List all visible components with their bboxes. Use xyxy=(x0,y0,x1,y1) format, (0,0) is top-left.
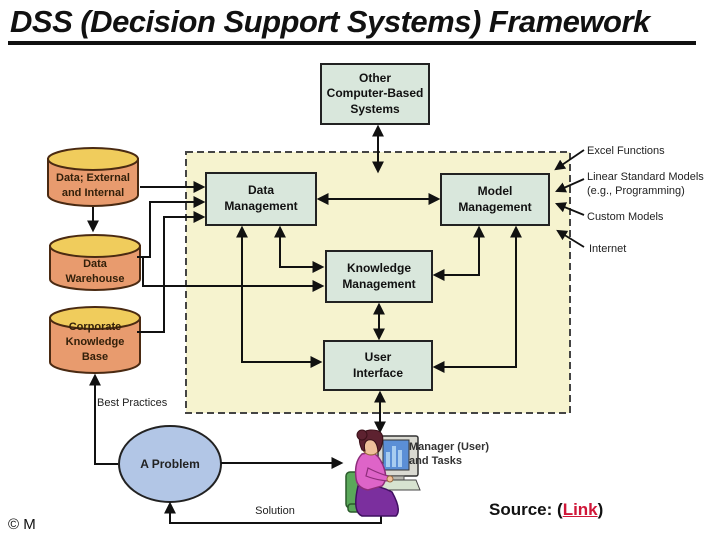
arrow-ui-mm xyxy=(432,225,522,373)
label-best-practices: Best Practices xyxy=(97,397,168,409)
model-source-arrows xyxy=(554,149,585,248)
label-manager-user-tasks: Manager (User) and Tasks xyxy=(409,441,490,468)
page-title: DSS (Decision Support Systems) Framework xyxy=(10,4,650,39)
label-linear-standard-models: Linear Standard Models (e.g., Programmin… xyxy=(587,171,704,198)
cylinder-data-external-internal xyxy=(47,147,139,207)
label-custom-models: Custom Models xyxy=(587,211,664,223)
source-suffix: ) xyxy=(597,500,604,519)
box-user-interface: User Interface xyxy=(323,340,433,391)
source-prefix: Source: ( xyxy=(489,500,563,519)
arrow-excel xyxy=(554,149,585,171)
cylinder-label-data-external: Data; External and Internal xyxy=(56,172,130,199)
cylinder-label-corporate-kb: Corporate Knowledge Base xyxy=(65,321,125,363)
cylinder-label-data-warehouse: Data Warehouse xyxy=(65,258,125,285)
source-link[interactable]: Link xyxy=(562,500,598,519)
source-line: Source: (Link) xyxy=(489,500,603,520)
arrow-knowledgebase-to-dm xyxy=(137,211,206,333)
label-excel-functions: Excel Functions xyxy=(587,145,665,157)
label-internet: Internet xyxy=(589,243,627,255)
label-a-problem: A Problem xyxy=(140,457,200,471)
cylinder-data-warehouse xyxy=(49,234,141,291)
connectors xyxy=(87,124,522,524)
title-underline xyxy=(8,41,696,45)
person-at-computer-icon xyxy=(345,429,421,517)
box-data-management: Data Management xyxy=(205,172,317,226)
label-solution: Solution xyxy=(255,505,295,517)
copyright-text: © M xyxy=(8,516,35,533)
box-knowledge-management: Knowledge Management xyxy=(325,250,433,303)
arrow-internet xyxy=(556,229,585,248)
arrow-custom xyxy=(554,202,585,216)
box-other-computer-based-systems: Other Computer-Based Systems xyxy=(320,63,430,125)
box-model-management: Model Management xyxy=(440,173,550,226)
cylinder-corporate-knowledge-base xyxy=(49,306,141,374)
arrow-linear xyxy=(555,178,585,193)
arrow-bestpractices-to-kb xyxy=(89,373,118,465)
arrow-dm-ui xyxy=(236,225,323,368)
